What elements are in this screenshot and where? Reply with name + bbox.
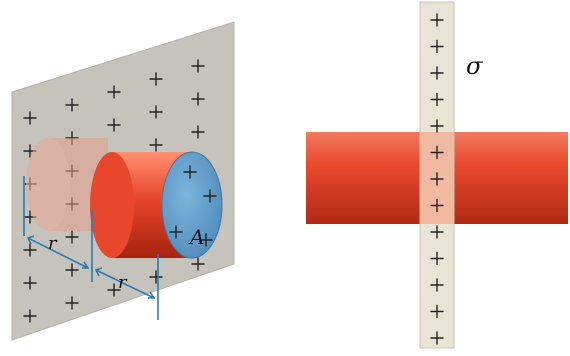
plane-plus-sign [23,309,37,323]
plane-plus-sign [65,230,79,244]
cap-plus-sign [199,233,213,247]
strip-plus-sign [430,145,444,160]
plane-plus-sign [107,85,121,99]
strip-plus-sign [430,331,444,345]
plane-plus-sign [149,138,163,152]
plane-plus-sign [149,72,163,86]
strip-plus-sign [430,39,444,54]
plane-plus-sign [107,118,121,132]
strip-charge-symbols [430,13,444,345]
plane-plus-sign [107,283,121,297]
cap-charge-symbols [169,165,217,247]
radius-arrow-left [27,237,89,269]
strip-plus-sign [430,92,444,107]
strip-plus-sign [430,225,444,239]
strip-plus-sign [430,251,444,266]
cap-plus-sign [203,189,217,203]
strip-plus-sign [430,278,444,292]
radius-label-right: r [118,272,128,293]
right-figure: σ [306,1,568,349]
plane-plus-sign [191,257,205,271]
radius-arrow-right [95,269,155,299]
plane-plus-sign [191,92,205,106]
plane-plus-sign [65,263,79,277]
plane-plus-sign [23,111,37,125]
plane-plus-sign [149,105,163,119]
radius-label-left: r [48,233,58,254]
strip-plus-sign [430,198,444,213]
cap-plus-sign [183,165,197,179]
plane-plus-sign [23,276,37,290]
area-label: A [188,225,204,249]
strip-plus-sign [430,13,444,27]
dimension-markers [23,176,159,320]
strip-plus-sign [430,119,444,133]
plane-plus-sign [191,125,205,139]
plane-plus-sign [65,98,79,112]
left-figure: A r r [11,21,235,341]
strip-plus-sign [430,172,444,186]
plane-plus-sign [149,270,163,284]
cap-plus-sign [169,225,183,239]
plane-plus-sign [191,59,205,73]
plane-plus-sign [23,243,37,257]
surface-charge-density-label: σ [466,52,483,80]
strip-plus-sign [430,304,444,319]
plane-plus-sign [65,296,79,310]
strip-plus-sign [430,66,444,80]
